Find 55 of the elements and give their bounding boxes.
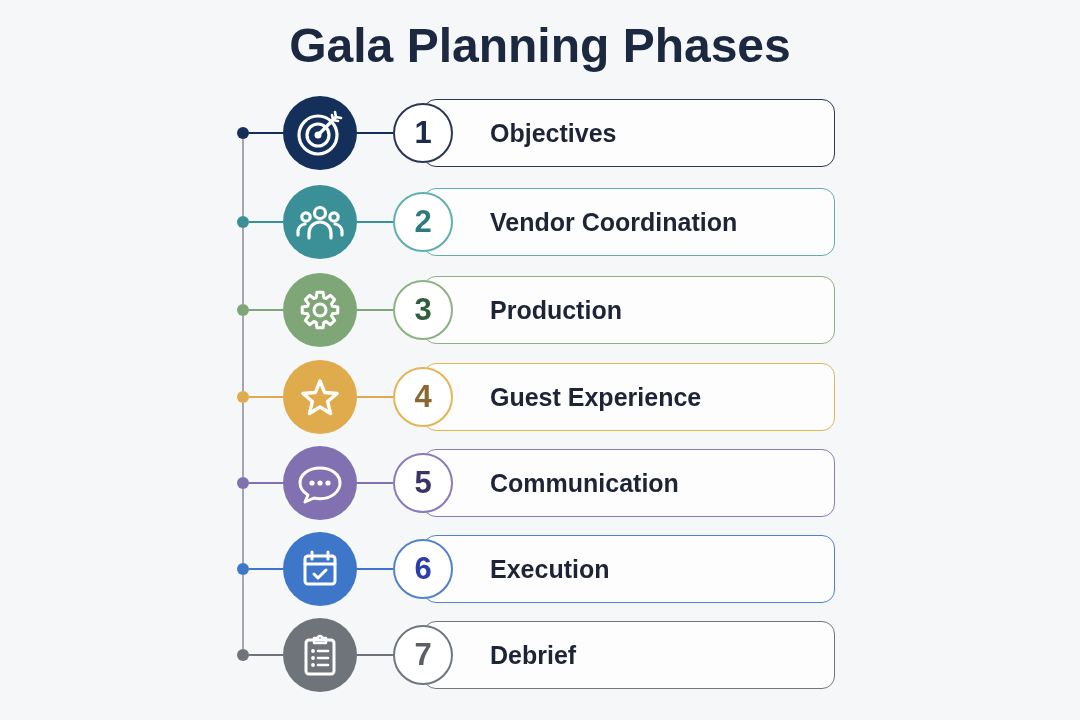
step-number-circle	[393, 539, 453, 599]
connector-line	[248, 568, 284, 570]
connector-line	[356, 132, 394, 134]
connector-line	[248, 396, 284, 398]
connector-line	[248, 132, 284, 134]
timeline-dot	[237, 216, 249, 228]
connector-line	[356, 654, 394, 656]
connector-line	[248, 221, 284, 223]
title: Gala Planning Phases	[289, 19, 791, 72]
phase-title: Guest Experience	[490, 382, 702, 412]
phase-title: Debrief	[490, 640, 577, 670]
step-number-circle	[393, 280, 453, 340]
clipboard-icon	[283, 618, 357, 692]
calendar-icon	[283, 532, 357, 606]
connector-line	[242, 138, 244, 217]
connector-line	[356, 221, 394, 223]
gear-icon	[283, 273, 357, 347]
timeline-dot	[237, 649, 249, 661]
connector-line	[248, 309, 284, 311]
step-number: 1	[414, 116, 432, 150]
step-number: 2	[414, 205, 432, 239]
connector-line	[356, 396, 394, 398]
step-number-circle	[393, 192, 453, 252]
phase-title: Execution	[490, 554, 610, 584]
phase-title: Production	[490, 295, 622, 325]
phase-title: Objectives	[490, 118, 617, 148]
connector-line	[248, 654, 284, 656]
timeline-dot	[237, 477, 249, 489]
timeline-dot	[237, 304, 249, 316]
connector-line	[242, 315, 244, 392]
connector-line	[242, 574, 244, 650]
timeline-dot	[237, 563, 249, 575]
connector-line	[356, 568, 394, 570]
step-number-circle	[393, 367, 453, 427]
connector-line	[356, 482, 394, 484]
step-number: 3	[414, 293, 432, 327]
step-number: 6	[414, 552, 432, 586]
step-number: 7	[414, 638, 432, 672]
connector-line	[248, 482, 284, 484]
phase-title: Vendor Coordination	[490, 207, 738, 237]
step-number-circle	[393, 103, 453, 163]
timeline-dot	[237, 127, 249, 139]
connector-line	[242, 227, 244, 305]
target-icon	[283, 96, 357, 170]
step-number-circle	[393, 453, 453, 513]
step-number: 4	[414, 380, 432, 414]
connector-line	[242, 402, 244, 478]
phase-title: Communication	[490, 468, 679, 498]
step-number: 5	[414, 466, 432, 500]
chat-bubble-icon	[283, 446, 357, 520]
people-icon	[283, 185, 357, 259]
step-number-circle	[393, 625, 453, 685]
connector-line	[242, 488, 244, 564]
connector-line	[356, 309, 394, 311]
timeline-dot	[237, 391, 249, 403]
